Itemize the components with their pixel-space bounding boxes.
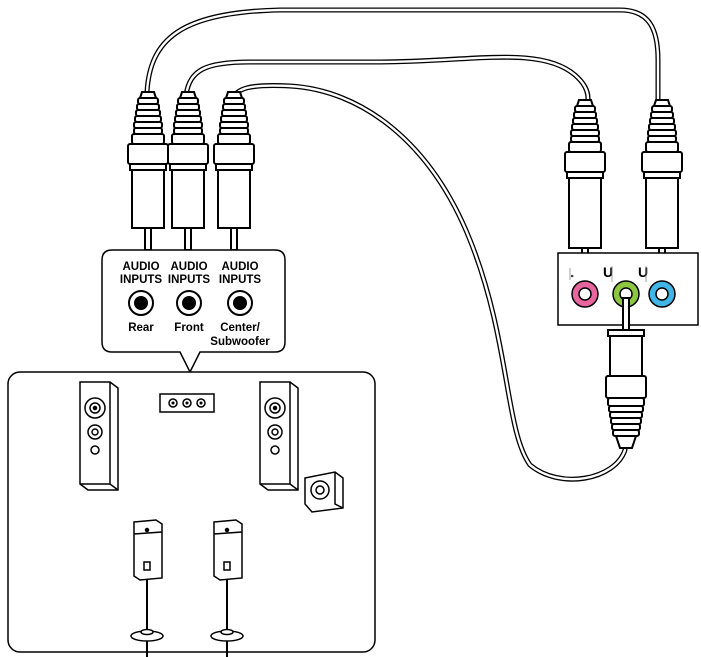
jack-center-label: Center/: [220, 322, 260, 334]
subwoofer: [304, 471, 344, 513]
cable-front: [183, 54, 591, 113]
audio-inputs-callout: AUDIO INPUTS Rear AUDIO INPUTS Front AUD…: [101, 249, 286, 374]
port-pink-mark: ∘: [570, 273, 574, 280]
jack-front-line2: INPUTS: [168, 274, 211, 286]
jack-front-label: Front: [174, 322, 204, 334]
rear-left-satellite-speaker: [130, 519, 164, 657]
rca-plug-rear: [127, 91, 169, 251]
port-icons: [569, 266, 647, 282]
jack-front-line1: AUDIO: [170, 261, 207, 273]
u-glyph-right: U: [638, 264, 648, 280]
front-right-tower-speaker: [259, 381, 299, 491]
jack-center-label2: Subwoofer: [210, 336, 270, 348]
jack-rear: AUDIO INPUTS Rear: [120, 261, 163, 334]
jack-rear-line1: AUDIO: [122, 261, 159, 273]
speaker-input-connector: [159, 393, 215, 413]
pc-plug-blue: [641, 99, 683, 289]
audio-cables: [144, 7, 661, 482]
jack-rear-label: Rear: [128, 322, 154, 334]
speaker-system-frame: [7, 371, 376, 653]
jack-front: AUDIO INPUTS Front: [168, 261, 211, 334]
rca-plug-center: [213, 91, 255, 251]
jack-center-line2: INPUTS: [219, 274, 262, 286]
rca-plugs: [127, 91, 255, 251]
cable-rear: [144, 7, 661, 103]
port-blue: [648, 280, 676, 308]
jack-center-line1: AUDIO: [221, 261, 258, 273]
rear-right-satellite-speaker: [210, 519, 244, 657]
port-pink: ∘: [570, 273, 599, 308]
rca-plug-front: [167, 91, 209, 251]
pc-plug-green: [605, 297, 647, 449]
front-left-tower-speaker: [79, 381, 119, 491]
pc-audio-port-panel: ∘ U U: [557, 99, 699, 449]
u-glyph-left: U: [603, 264, 613, 280]
speaker-system: [7, 371, 376, 657]
jack-center-subwoofer: AUDIO INPUTS Center/ Subwoofer: [210, 261, 270, 348]
cable-center: [229, 83, 628, 482]
jack-rear-line2: INPUTS: [120, 274, 163, 286]
